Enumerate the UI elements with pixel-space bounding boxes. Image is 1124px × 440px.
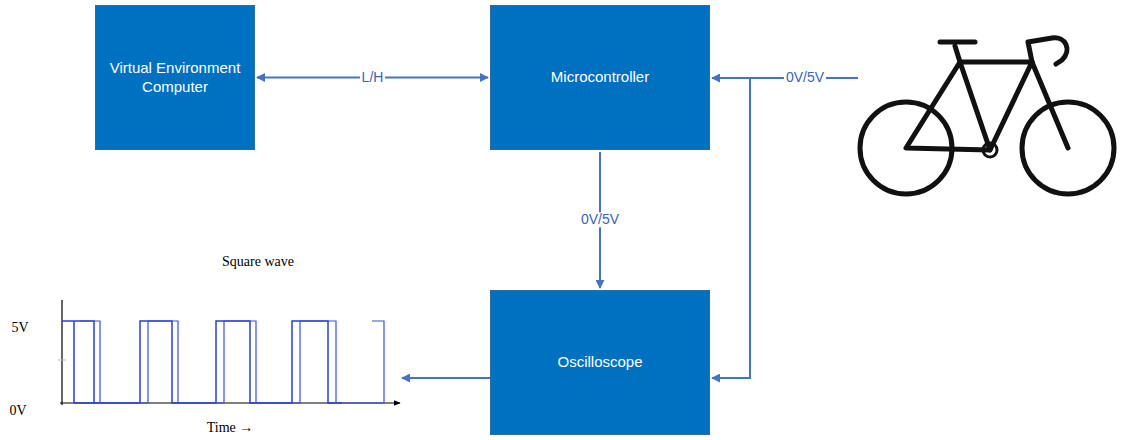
process-box: Oscilloscope (490, 290, 710, 435)
bicycle-icon (860, 38, 1114, 194)
axis-value: 5V (11, 320, 28, 335)
signal-label: L/H (360, 70, 386, 85)
chart-title: Square wave (222, 254, 294, 269)
box-label: Oscilloscope (547, 353, 652, 372)
axis-title: Time → (207, 420, 254, 435)
box-label: Virtual Environment Computer (96, 59, 254, 97)
process-box: Microcontroller (490, 5, 710, 150)
box-label: Microcontroller (541, 68, 659, 87)
axis-value: 0V (9, 403, 26, 418)
signal-label: 0V/5V (579, 212, 621, 227)
signal-label: 0V/5V (784, 70, 826, 85)
process-box: Virtual Environment Computer (95, 5, 255, 150)
square-wave-chart (58, 300, 400, 405)
